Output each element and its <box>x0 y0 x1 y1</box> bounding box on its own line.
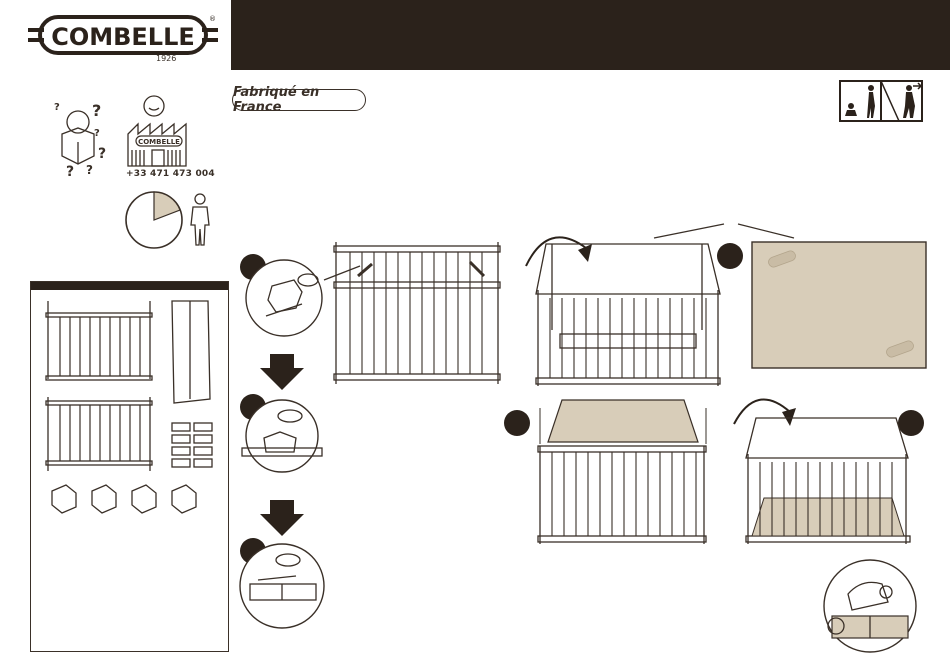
detail-clip-circle <box>822 558 918 654</box>
side-panel-a <box>46 301 152 380</box>
diagram-step-badge-b <box>504 410 530 436</box>
small-parts-grid <box>172 423 212 467</box>
logo-text: COMBELLE <box>51 23 195 51</box>
brand-logo: COMBELLE ® <box>28 14 218 66</box>
svg-text:?: ? <box>86 163 93 177</box>
support-phone: +33 471 473 004 <box>126 169 215 179</box>
svg-text:?: ? <box>94 128 100 139</box>
header-band <box>231 0 950 70</box>
corner-brackets <box>52 485 196 513</box>
factory-sign: COMBELLE <box>138 138 180 146</box>
registered-mark: ® <box>209 15 216 23</box>
detail-bracket-2 <box>236 398 328 474</box>
confused-person-icon: ? ? ? ? ? ? <box>52 98 110 178</box>
parts-illustrations <box>30 281 229 652</box>
svg-text:?: ? <box>92 101 101 120</box>
arrow-down-icon <box>260 354 304 390</box>
side-panel-b <box>46 397 152 471</box>
adult-supervision-icon <box>839 80 923 122</box>
diagram-step-badge-a <box>717 243 743 269</box>
logo-year: 1926 <box>156 54 176 63</box>
playpen-final <box>742 414 912 546</box>
person-icon <box>188 193 212 247</box>
arrow-down-icon <box>260 500 304 536</box>
playpen-frame-open <box>330 236 506 386</box>
factory-icon: COMBELLE <box>124 94 196 170</box>
mattress-placement <box>534 398 712 546</box>
mattress-board <box>654 222 934 372</box>
svg-text:?: ? <box>66 164 74 180</box>
svg-text:?: ? <box>54 102 60 113</box>
detail-bracket-3 <box>236 542 328 632</box>
detail-bracket-1 <box>236 258 336 340</box>
svg-text:?: ? <box>98 146 106 162</box>
made-in-france-badge: Fabriqué en France <box>232 89 366 111</box>
